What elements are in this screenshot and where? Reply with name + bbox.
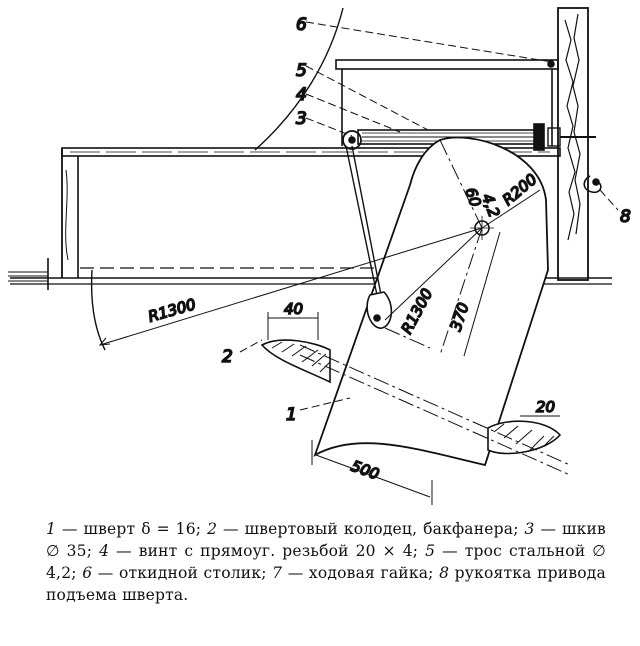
caption-item-5: 5 — трос стальной ∅ 4,2;	[46, 542, 606, 582]
dim-r1300-outer: R1300	[146, 295, 198, 326]
callout-6: 6	[296, 15, 307, 35]
center-lines	[299, 139, 571, 476]
dim-20: 20	[536, 398, 555, 416]
caption-item-7: 7 — ходовая гайка;	[272, 564, 440, 582]
centerboard-drawing: 6 5 4 3 8 2 1 R1300 R1300 R200 60 4,2 37…	[8, 7, 632, 505]
dimension-lines	[98, 189, 560, 505]
folding-table	[335, 59, 559, 146]
callout-8: 8	[620, 207, 631, 227]
caption-item-2: 2 — швертовый колодец, бакфанера;	[207, 520, 525, 538]
callout-1: 1	[286, 405, 297, 425]
leader-lines	[239, 21, 619, 411]
cable-fitting	[366, 291, 393, 329]
vertical-post	[557, 7, 589, 281]
caption-item-6: 6 — откидной столик;	[82, 564, 273, 582]
callout-4: 4	[296, 85, 307, 105]
caption-item-8: 8 рукоятка привода подъема шверта.	[46, 564, 606, 604]
section-right	[487, 420, 562, 455]
caption-item-4: 4 — винт с прямоуг. резьбой 20 × 4;	[99, 542, 426, 560]
dim-500: 500	[349, 457, 382, 484]
callout-2: 2	[222, 347, 233, 367]
dim-40: 40	[284, 300, 303, 318]
caption-item-3: 3 — шкив ∅ 35;	[46, 520, 606, 560]
handle-8	[583, 175, 602, 194]
caption-item-1: 1 — шверт δ = 16;	[46, 520, 208, 538]
steel-cable	[345, 145, 383, 301]
figure-caption: 1 — шверт δ = 16; 2 — швертовый колодец,…	[46, 518, 606, 606]
section-left	[260, 339, 331, 384]
callout-5: 5	[296, 61, 307, 81]
callout-3: 3	[296, 109, 307, 129]
outer-arc-r1300	[90, 7, 344, 351]
